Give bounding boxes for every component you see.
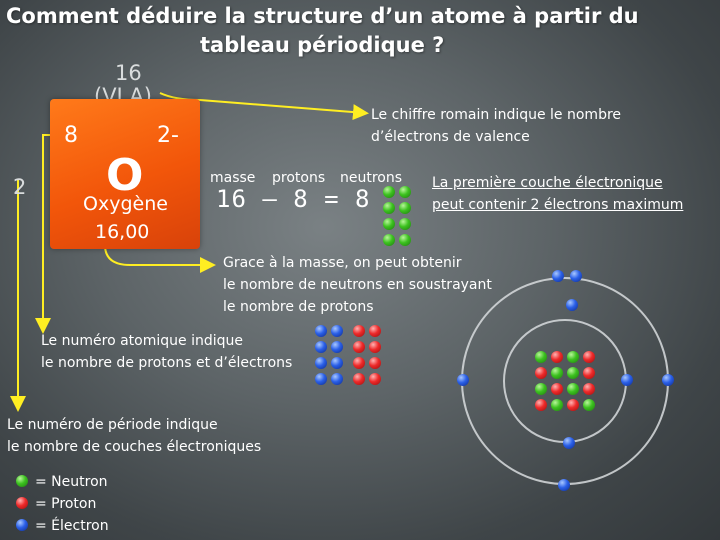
inner-orbit bbox=[503, 319, 627, 443]
electron bbox=[315, 373, 327, 385]
element-tile bbox=[50, 99, 200, 249]
nucleus-neutron bbox=[567, 383, 579, 395]
nucleus-neutron bbox=[567, 367, 579, 379]
proton bbox=[369, 341, 381, 353]
page-title: Comment déduire la structure d’un atome … bbox=[0, 2, 700, 60]
nucleus-proton bbox=[583, 351, 595, 363]
neutron bbox=[383, 202, 395, 214]
nucleus-neutron bbox=[583, 399, 595, 411]
proton bbox=[369, 325, 381, 337]
first-shell-text-2: peut contenir 2 électrons maximum bbox=[432, 197, 684, 213]
period-number: 2 bbox=[13, 175, 27, 199]
legend-electron-label: = Électron bbox=[35, 518, 109, 534]
nucleus-neutron bbox=[535, 351, 547, 363]
period-text-1: Le numéro de période indique bbox=[7, 417, 218, 433]
atomic-mass: 16,00 bbox=[95, 221, 150, 243]
outer-orbit bbox=[461, 277, 669, 485]
legend-proton-icon bbox=[16, 497, 28, 509]
shell-electron bbox=[558, 479, 570, 491]
proton bbox=[369, 373, 381, 385]
group-number: 16 bbox=[115, 61, 142, 85]
equation: 16 – 8 = 8 bbox=[216, 185, 371, 213]
nucleus-neutron bbox=[567, 351, 579, 363]
electron bbox=[331, 357, 343, 369]
mass-text-2: le nombre de neutrons en soustrayant bbox=[223, 277, 492, 293]
atomic-number: 8 bbox=[64, 123, 78, 148]
mass-text-1: Grace à la masse, on peut obtenir bbox=[223, 255, 462, 271]
proton bbox=[353, 325, 365, 337]
shell-electron bbox=[662, 374, 674, 386]
electron bbox=[315, 357, 327, 369]
electron bbox=[315, 325, 327, 337]
neutron bbox=[383, 186, 395, 198]
legend-neutron-label: = Neutron bbox=[35, 474, 108, 490]
valence-text-1: Le chiffre romain indique le nombre bbox=[371, 107, 622, 123]
title-line-2: tableau périodique ? bbox=[200, 33, 445, 57]
proton bbox=[353, 357, 365, 369]
valence-text-2: d’électrons de valence bbox=[371, 129, 530, 145]
equation-label-masse: masse bbox=[210, 170, 256, 186]
electron bbox=[331, 325, 343, 337]
equation-label-neutrons: neutrons bbox=[340, 170, 403, 186]
ion-charge: 2- bbox=[157, 123, 179, 148]
shell-electron bbox=[570, 270, 582, 282]
electron bbox=[331, 341, 343, 353]
neutron bbox=[399, 234, 411, 246]
neutron bbox=[399, 186, 411, 198]
nucleus-proton bbox=[551, 351, 563, 363]
shell-electron bbox=[566, 299, 578, 311]
mass-text-3: le nombre de protons bbox=[223, 299, 374, 315]
nucleus-proton bbox=[535, 399, 547, 411]
electron bbox=[315, 341, 327, 353]
proton bbox=[353, 373, 365, 385]
nucleus-neutron bbox=[551, 367, 563, 379]
shell-electron bbox=[621, 374, 633, 386]
neutron bbox=[383, 218, 395, 230]
neutron bbox=[399, 202, 411, 214]
neutron bbox=[383, 234, 395, 246]
element-symbol: O bbox=[106, 150, 144, 201]
legend-neutron-icon bbox=[16, 475, 28, 487]
proton bbox=[369, 357, 381, 369]
nucleus-neutron bbox=[551, 399, 563, 411]
neutron bbox=[399, 218, 411, 230]
nucleus-neutron bbox=[535, 383, 547, 395]
nucleus-proton bbox=[567, 399, 579, 411]
arrow-atomic bbox=[35, 134, 51, 334]
shell-electron bbox=[563, 437, 575, 449]
nucleus-proton bbox=[551, 383, 563, 395]
atomic-text-2: le nombre de protons et d’électrons bbox=[41, 355, 293, 371]
proton bbox=[353, 341, 365, 353]
first-shell-text-1: La première couche électronique bbox=[432, 175, 663, 191]
legend-proton-label: = Proton bbox=[35, 496, 97, 512]
nucleus-proton bbox=[535, 367, 547, 379]
element-name: Oxygène bbox=[83, 193, 168, 215]
period-text-2: le nombre de couches électroniques bbox=[7, 439, 262, 455]
nucleus-proton bbox=[583, 367, 595, 379]
shell-electron bbox=[457, 374, 469, 386]
shell-electron bbox=[552, 270, 564, 282]
title-line-1: Comment déduire la structure d’un atome … bbox=[6, 4, 639, 28]
electron bbox=[331, 373, 343, 385]
nucleus-proton bbox=[583, 383, 595, 395]
legend-electron-icon bbox=[16, 519, 28, 531]
arrow-valence bbox=[159, 92, 369, 121]
equation-label-protons: protons bbox=[272, 170, 326, 186]
atomic-text-1: Le numéro atomique indique bbox=[41, 333, 243, 349]
